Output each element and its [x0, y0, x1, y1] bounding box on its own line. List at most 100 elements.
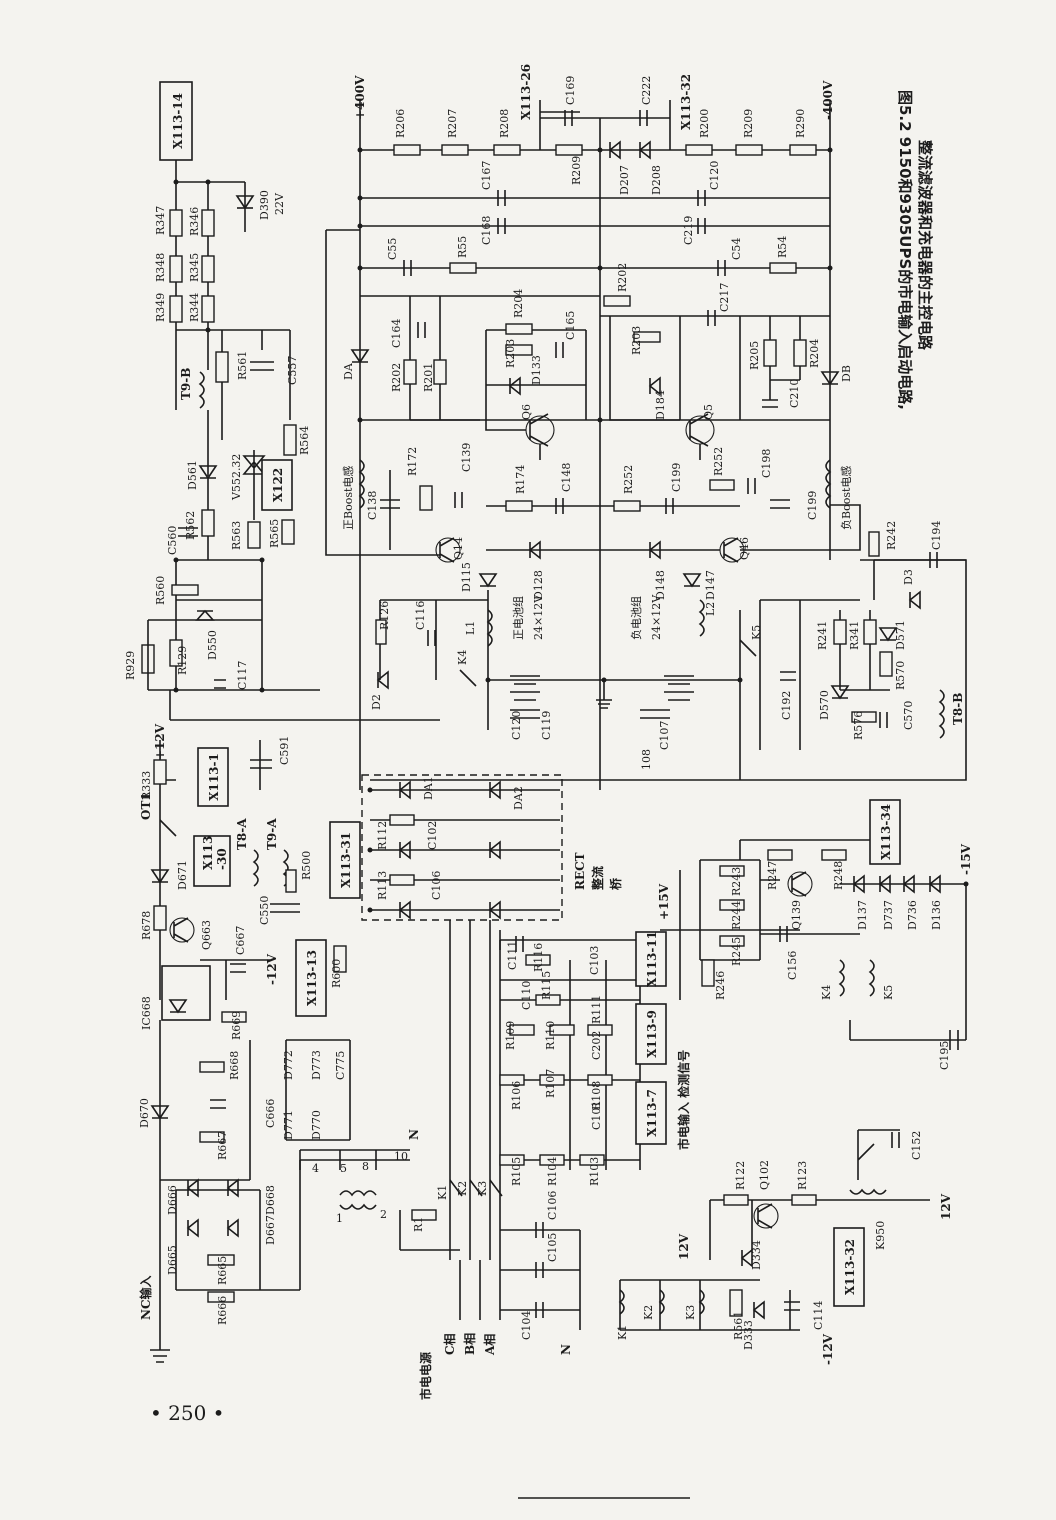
r929-label: R929	[124, 651, 137, 680]
x113-1-label: X113-1	[207, 753, 221, 801]
c557-label: C557	[286, 356, 299, 385]
neg15-label: -15V	[959, 843, 973, 875]
r665-label: R665	[216, 1256, 229, 1285]
c550-label: C550	[258, 896, 271, 925]
rect-label: RECT	[573, 852, 587, 890]
r341-label: R341	[848, 621, 861, 650]
battery-spec-label: 24×12V	[532, 594, 545, 640]
c195-label: C195	[938, 1041, 951, 1070]
r206-label: R206	[394, 109, 407, 138]
c138-label: C138	[366, 491, 379, 520]
x113-1-connector: X113-1	[197, 747, 229, 807]
c120b-label: C120	[510, 711, 523, 740]
v12-label: 12V	[939, 1193, 953, 1220]
c666-label: C666	[264, 1099, 277, 1128]
c217-label: C217	[718, 283, 731, 312]
pos-boost-inductor	[358, 459, 365, 509]
r116-label: R116	[532, 943, 545, 972]
c591-label: C591	[278, 736, 291, 765]
c101-label: C101	[590, 1101, 603, 1130]
x113-7-connector: X113-7	[635, 1081, 667, 1145]
v552-label: V552.32	[230, 454, 243, 501]
x113-11-connector: X113-11	[635, 931, 667, 987]
d334-label: D334	[750, 1240, 763, 1270]
r344-resistor	[201, 295, 215, 323]
d668-label: D668	[264, 1185, 277, 1215]
l1-label: L1	[464, 621, 477, 635]
r563-label: R563	[230, 521, 243, 550]
x113-32-bot-label: X113-32	[843, 1239, 857, 1295]
q14-label: Q14	[452, 537, 465, 560]
neg12-label: -12V	[821, 1333, 835, 1365]
d137-label: D137	[856, 900, 869, 930]
mains-detect-label: 市电输入 检测信号	[676, 1050, 691, 1150]
x113-31-connector: X113-31	[329, 821, 361, 899]
r1-label: R1	[412, 1217, 425, 1232]
d133-label: D133	[530, 355, 543, 385]
d771-label: D771	[282, 1110, 295, 1140]
q102-transistor	[753, 1203, 779, 1229]
neg-boost-label: 负Boost电感	[839, 466, 853, 530]
c775-label: C775	[334, 1051, 347, 1080]
x113-11-label: X113-11	[645, 931, 659, 987]
k2-label: K2	[456, 1181, 469, 1196]
d2-label: D2	[370, 694, 383, 710]
svg-text:8: 8	[362, 1160, 369, 1173]
r202-label: R202	[390, 363, 403, 392]
r669-label: R669	[230, 1011, 243, 1040]
ic668-label: IC668	[140, 996, 153, 1030]
r204a-label: R204	[512, 289, 525, 318]
pos15-label: +15V	[657, 883, 671, 920]
d550-label: D550	[206, 630, 219, 660]
r333-label: R333	[140, 771, 153, 800]
d390-zener-diode	[235, 182, 255, 232]
db-label: DB	[840, 365, 853, 382]
c667-label: C667	[234, 926, 247, 955]
r345-label: R345	[188, 253, 201, 282]
neg12-label: -12V	[265, 953, 279, 985]
r204b-label: R204	[808, 339, 821, 368]
svg-text:5: 5	[340, 1162, 347, 1175]
l2-label: L2	[704, 602, 717, 616]
d772-label: D772	[282, 1050, 295, 1080]
r111-label: R111	[590, 995, 603, 1024]
c560-label: C560	[166, 526, 179, 555]
d136-label: D136	[930, 900, 943, 930]
neg-battery-group	[664, 675, 694, 701]
r103-label: R103	[588, 1157, 601, 1186]
r243-label: R243	[730, 867, 743, 896]
r126-label: R126	[378, 601, 391, 630]
nc-input-label: NC输入	[138, 1275, 153, 1320]
c105-label: C105	[546, 1233, 559, 1262]
svg-text:1: 1	[336, 1212, 343, 1225]
r347-resistor	[169, 209, 183, 237]
r252-label: R252	[622, 465, 635, 494]
r290-label: R290	[794, 109, 807, 138]
x113-32-bottom-connector: X113-32	[833, 1227, 865, 1307]
r207-label: R207	[446, 109, 459, 138]
k1-label: K1	[436, 1185, 449, 1200]
r344-label: R344	[188, 293, 201, 322]
c114-label: C114	[812, 1301, 825, 1330]
c164-label: C164	[390, 319, 403, 348]
x122-label: X122	[271, 468, 285, 502]
r564-label: R564	[298, 426, 311, 455]
x113-9-connector: X113-9	[635, 1003, 667, 1065]
x113-9-label: X113-9	[645, 1010, 659, 1058]
r122-label: R122	[734, 1161, 747, 1190]
da1-label: DA1	[422, 776, 435, 800]
x113-30b-label: -30	[215, 848, 229, 870]
r678-label: R678	[140, 911, 153, 940]
r209b-label: R209	[742, 109, 755, 138]
r246-label: R246	[714, 971, 727, 1000]
junction-dots	[173, 147, 969, 913]
c106b-label: C106	[546, 1191, 559, 1220]
r565-label: R565	[268, 519, 281, 548]
r104-label: R104	[546, 1157, 559, 1186]
c-phase-label: C相	[442, 1333, 457, 1355]
c103-label: C103	[588, 946, 601, 975]
c120-label: C120	[708, 161, 721, 190]
r113-label: R113	[376, 871, 389, 900]
figure-caption-line1: 图5.2 9150和9305UPS的市电输入启动电路,	[896, 90, 914, 410]
